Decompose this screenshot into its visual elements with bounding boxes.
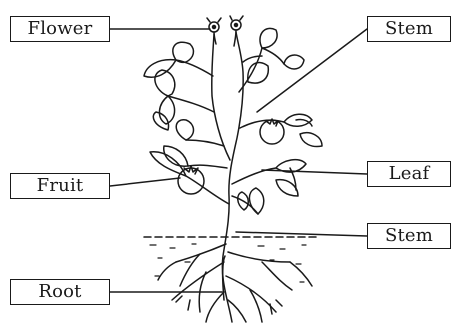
fruits	[177, 118, 285, 195]
leaves	[143, 27, 323, 215]
label-fruit: Fruit	[10, 173, 110, 199]
label-leaf: Leaf	[367, 161, 451, 187]
label-root: Root	[10, 279, 110, 305]
roots	[157, 243, 313, 323]
label-stem-bottom: Stem	[367, 223, 451, 249]
leader-lines	[109, 28, 368, 293]
main-stem	[167, 31, 285, 323]
soil	[143, 236, 319, 283]
label-flower: Flower	[10, 16, 110, 42]
label-stem-top: Stem	[367, 16, 451, 42]
flower-buds	[206, 15, 244, 47]
